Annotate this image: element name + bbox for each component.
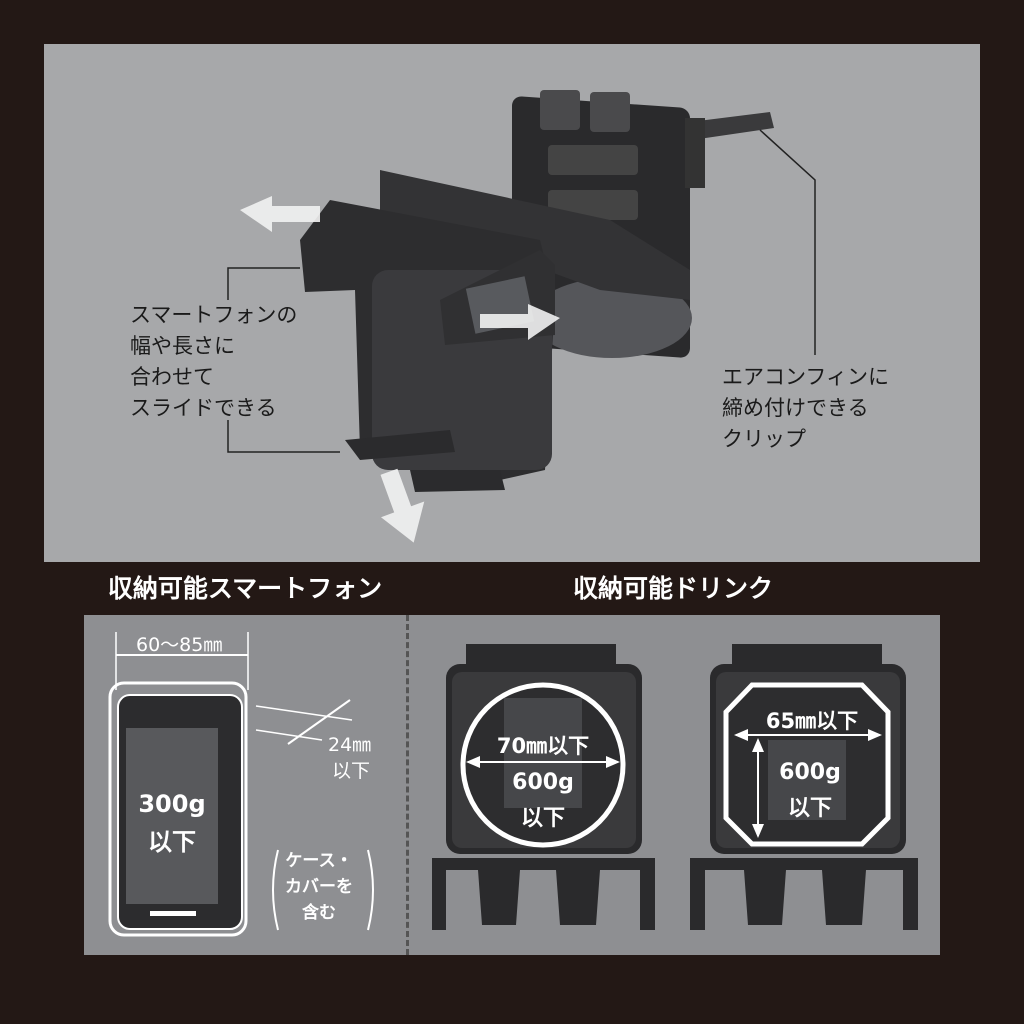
spec-header-bar — [84, 563, 940, 615]
arrow-down-icon — [380, 468, 425, 543]
leader-line-clip — [759, 129, 816, 355]
drink-section-title: 収納可能ドリンク — [572, 574, 773, 603]
drink-holder-square — [690, 644, 918, 930]
round-weight-unit: 以下 — [520, 806, 565, 831]
round-diameter-label: 70㎜以下 — [496, 734, 590, 758]
section-divider — [406, 615, 409, 955]
arrow-right-icon — [480, 304, 560, 340]
drink-holder-round — [432, 644, 655, 930]
rotation-base — [532, 278, 692, 358]
square-weight-label: 600g — [779, 760, 841, 785]
phone-section-title: 収納可能スマートフォン — [107, 574, 383, 603]
phone-weight-label: 300g — [138, 790, 206, 818]
clip-callout: エアコンフィンに 締め付けできる クリップ — [722, 365, 889, 451]
holder-feet — [345, 430, 505, 492]
slide-callout: スマートフォンの 幅や長さに 合わせて スライドできる — [130, 303, 298, 420]
phone-width-label: 60〜85㎜ — [136, 634, 223, 656]
phone-thickness-unit: 以下 — [332, 760, 371, 782]
phone-weight-unit: 以下 — [148, 828, 196, 856]
arrow-left-icon — [240, 196, 320, 232]
round-weight-label: 600g — [512, 770, 574, 795]
phone-illustration — [108, 632, 374, 937]
square-width-label: 65㎜以下 — [765, 709, 859, 733]
square-weight-unit: 以下 — [787, 796, 832, 821]
case-note: ケース・ カバーを 含む — [285, 851, 353, 923]
leader-line-slide-bottom — [227, 420, 340, 453]
phone-thickness-label: 24㎜ — [328, 734, 372, 756]
leader-line-slide-top — [227, 267, 300, 300]
